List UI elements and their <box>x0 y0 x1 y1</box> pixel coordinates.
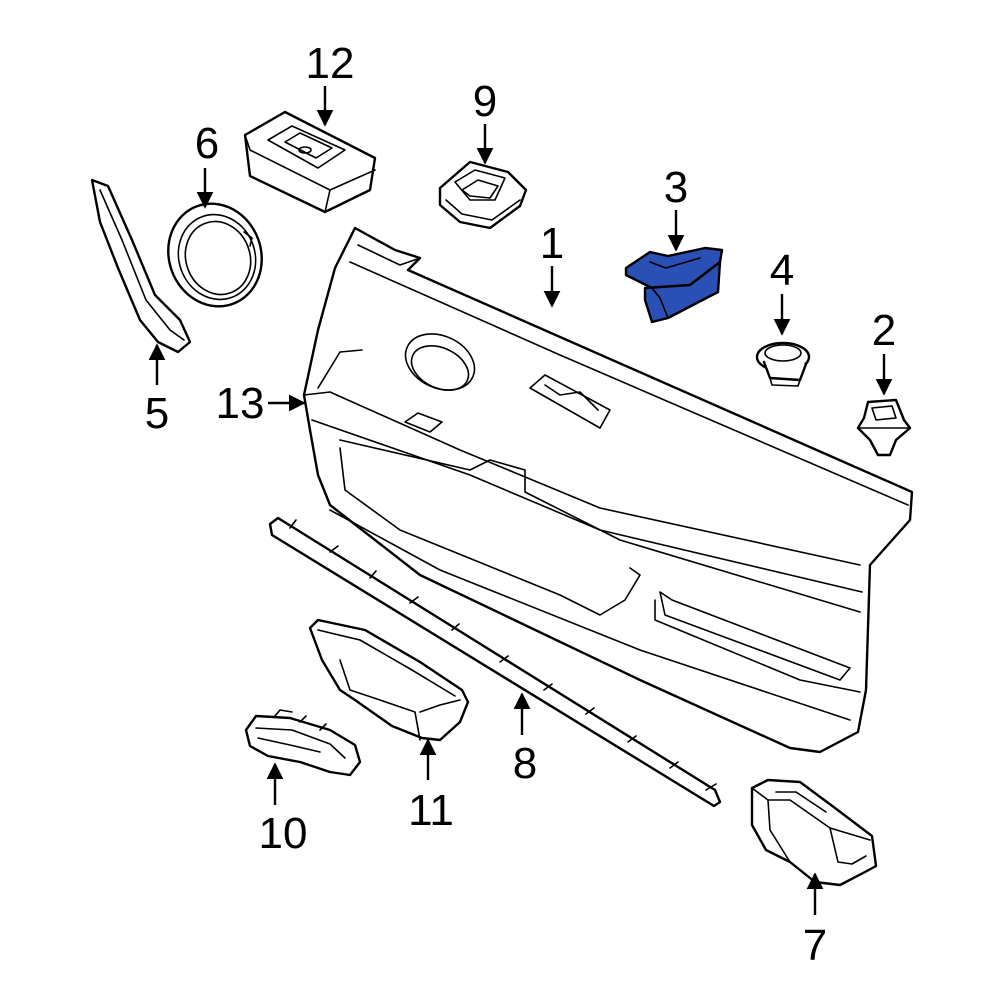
switch-housing-part-12[interactable] <box>243 110 377 214</box>
grommet-part-4[interactable] <box>755 341 811 387</box>
callout-label-9: 9 <box>473 77 497 126</box>
speaker-ring-part-6[interactable] <box>154 190 276 319</box>
callout-label-2: 2 <box>872 306 896 355</box>
callout-label-8: 8 <box>513 739 537 788</box>
door-handle-part-10[interactable] <box>244 709 362 777</box>
callout-label-11: 11 <box>408 786 454 835</box>
clip-part-2[interactable] <box>856 398 912 457</box>
door-panel-part-1[interactable] <box>302 226 914 754</box>
trim-strip-part-5[interactable] <box>90 178 192 354</box>
callout-label-12: 12 <box>306 39 355 88</box>
weatherstrip-part-8[interactable] <box>268 516 722 808</box>
callout-label-6: 6 <box>195 119 219 168</box>
bracket-part-7[interactable] <box>750 778 878 887</box>
callout-label-5: 5 <box>145 389 169 438</box>
callout-label-4: 4 <box>770 246 794 295</box>
callout-label-3: 3 <box>664 163 688 212</box>
switch-bezel-part-9[interactable] <box>438 160 528 230</box>
handle-housing-part-11[interactable] <box>308 618 470 742</box>
callout-label-10: 10 <box>259 809 308 858</box>
callout-label-13: 13 <box>216 379 265 428</box>
bracket-part-3-highlighted[interactable] <box>624 246 724 324</box>
callout-label-7: 7 <box>803 921 827 970</box>
callout-label-1: 1 <box>540 219 564 268</box>
